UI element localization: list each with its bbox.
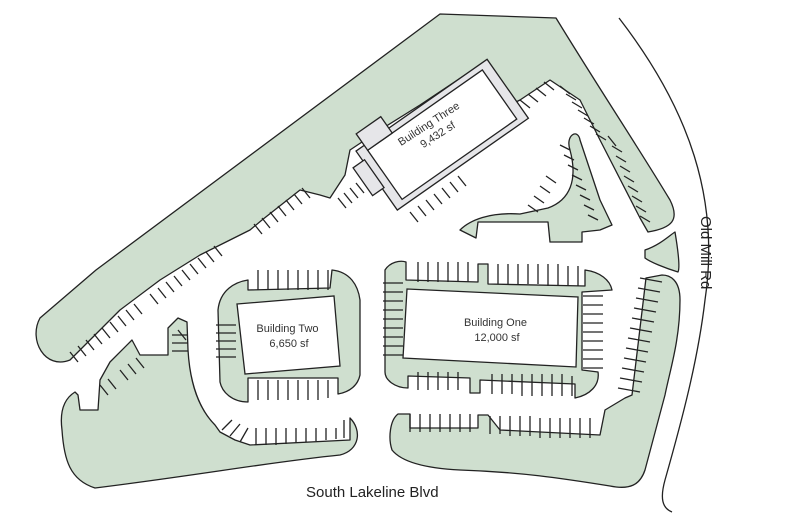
building-three[interactable] bbox=[366, 69, 518, 201]
south-lakeline-blvd-label: South Lakeline Blvd bbox=[306, 484, 439, 501]
building-one[interactable] bbox=[402, 288, 579, 368]
building-two-label: Building Two 6,650 sf bbox=[256, 323, 321, 350]
building-one-label: Building One 12,000 sf bbox=[464, 317, 530, 344]
building-two[interactable] bbox=[236, 295, 341, 375]
landscape-southwest bbox=[60, 317, 359, 489]
building-three-annex-north bbox=[355, 115, 394, 152]
landscape-southeast bbox=[389, 274, 681, 488]
building-three-annex-west bbox=[352, 158, 385, 197]
landscape-center bbox=[459, 133, 613, 243]
old-mill-rd-label: Old Mill Rd bbox=[697, 216, 714, 289]
landscape-island bbox=[644, 231, 680, 273]
parking-stalls bbox=[69, 81, 663, 445]
old-mill-rd-edge bbox=[618, 17, 710, 513]
